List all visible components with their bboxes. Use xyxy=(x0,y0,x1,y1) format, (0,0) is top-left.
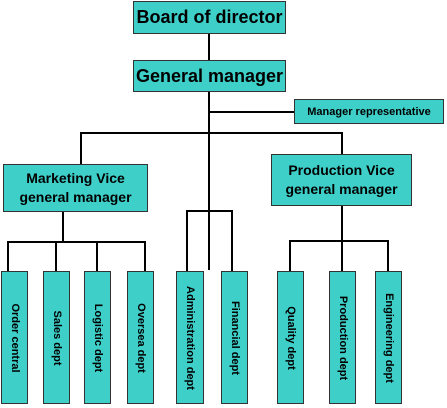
connector-quality xyxy=(289,240,291,271)
dept-oversea-label: Oversea dept xyxy=(134,302,147,373)
manager-representative-label: Manager representative xyxy=(307,105,431,118)
dept-administration: Administration dept xyxy=(176,271,204,404)
connector-sales xyxy=(55,241,57,271)
dept-engineering-label: Engineering dept xyxy=(382,292,395,383)
connector-vp-bar xyxy=(80,132,343,134)
marketing-vp-line1: Marketing Vice xyxy=(26,170,125,186)
dept-quality: Quality dept xyxy=(277,271,304,404)
connector-manager-rep xyxy=(208,111,294,113)
board-of-director-box: Board of director xyxy=(133,1,286,34)
dept-sales: Sales dept xyxy=(43,271,70,404)
manager-representative-box: Manager representative xyxy=(294,99,444,124)
dept-administration-label: Administration dept xyxy=(184,285,196,390)
dept-sales-label: Sales dept xyxy=(50,309,63,366)
connector-board-gm xyxy=(208,34,210,62)
connector-administration xyxy=(186,210,188,271)
dept-quality-label: Quality dept xyxy=(284,305,297,370)
dept-order-central-label: Order central xyxy=(8,302,21,373)
dept-production-label: Production dept xyxy=(336,295,349,380)
general-manager-box: General manager xyxy=(133,60,286,92)
connector-marketing-vp xyxy=(80,132,82,164)
connector-order-central xyxy=(7,241,9,271)
connector-production-bar xyxy=(289,240,389,242)
connector-production-dept xyxy=(341,240,343,271)
dept-engineering: Engineering dept xyxy=(375,271,402,404)
connector-oversea xyxy=(144,241,146,271)
dept-logistic: Logistic dept xyxy=(84,271,111,404)
board-of-director-label: Board of director xyxy=(136,7,283,27)
dept-logistic-label: Logistic dept xyxy=(91,303,104,372)
dept-financial: Financial dept xyxy=(221,271,248,404)
dept-order-central: Order central xyxy=(1,271,28,404)
connector-logistic xyxy=(96,241,98,271)
connector-marketing-down xyxy=(62,212,64,243)
connector-production-vp xyxy=(341,132,343,154)
production-vp-line1: Production Vice xyxy=(288,162,395,178)
dept-oversea: Oversea dept xyxy=(127,271,154,404)
production-vp-line2: general manager xyxy=(285,181,398,197)
connector-production-down xyxy=(341,206,343,242)
dept-financial-label: Financial dept xyxy=(228,300,241,375)
connector-financial xyxy=(231,210,233,271)
connector-marketing-bar xyxy=(7,241,146,243)
connector-gm-trunk xyxy=(208,92,210,270)
connector-engineering xyxy=(387,240,389,271)
marketing-vp-line2: general manager xyxy=(19,189,132,205)
connector-admin-bar xyxy=(186,210,233,212)
marketing-vp-box: Marketing Vice general manager xyxy=(3,164,148,212)
dept-production: Production dept xyxy=(329,271,356,404)
production-vp-box: Production Vice general manager xyxy=(271,154,412,206)
general-manager-label: General manager xyxy=(135,65,284,86)
